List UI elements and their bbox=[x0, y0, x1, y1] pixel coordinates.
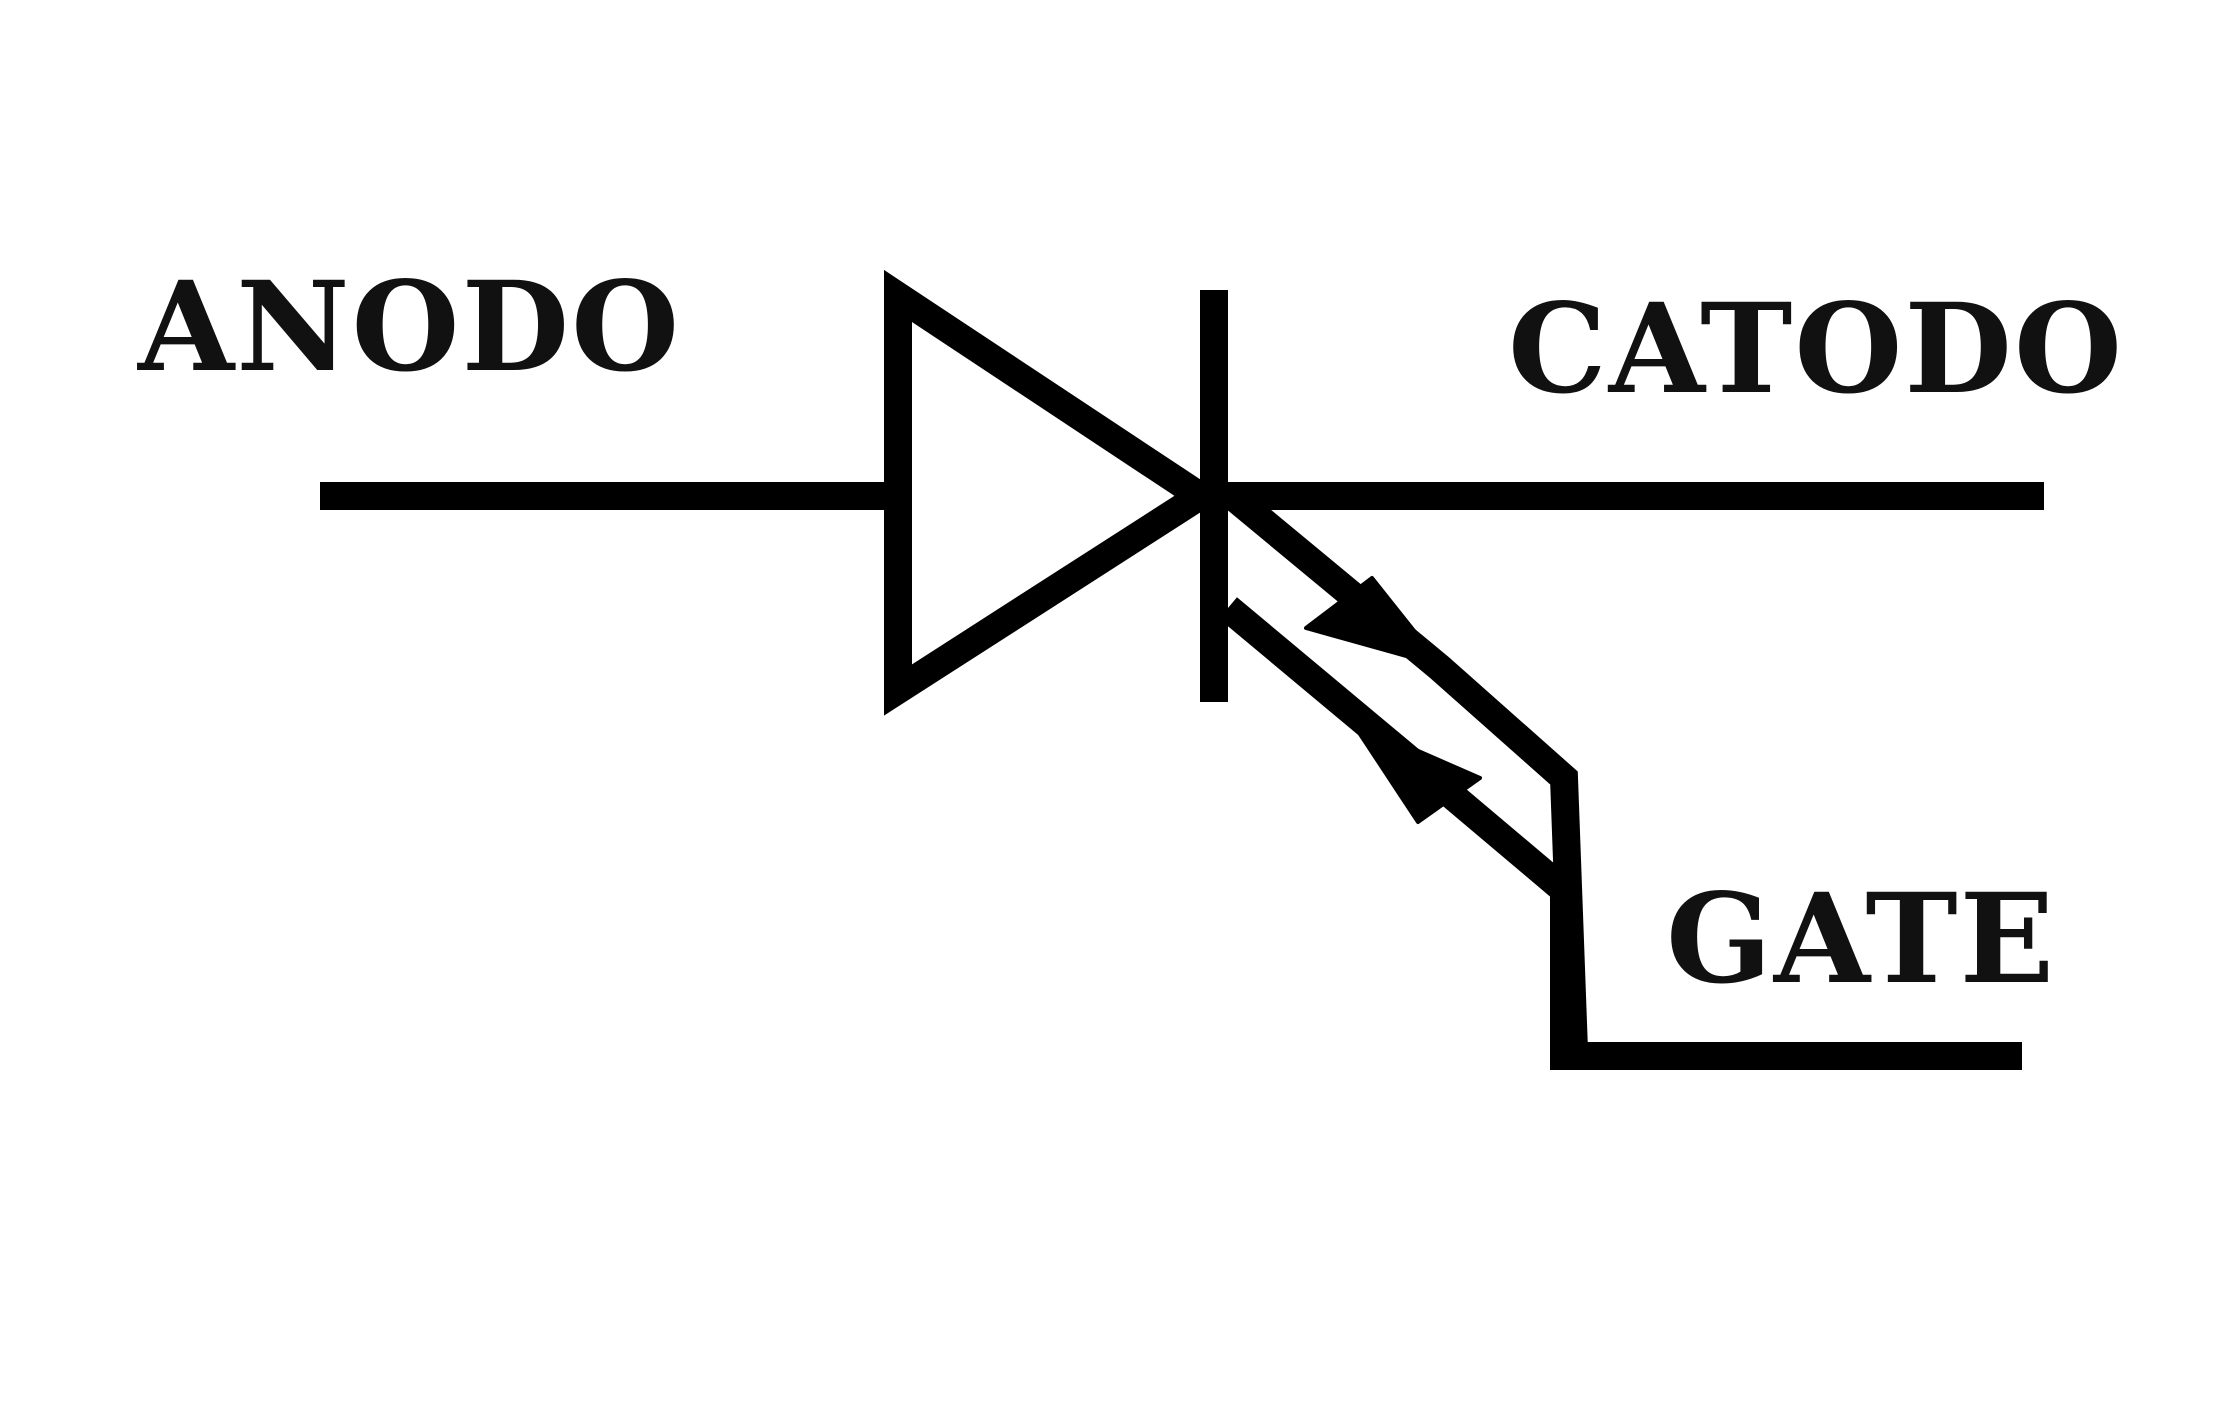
lower-arrow-icon bbox=[1350, 720, 1482, 824]
gate-wire bbox=[1550, 890, 2022, 1070]
upper-arrow-icon bbox=[1304, 576, 1444, 668]
cathode-label: CATODO bbox=[1508, 277, 2124, 422]
anode-label: ANODO bbox=[137, 255, 681, 400]
gate-label: GATE bbox=[1666, 867, 2056, 1012]
diode-triangle bbox=[884, 269, 1226, 716]
